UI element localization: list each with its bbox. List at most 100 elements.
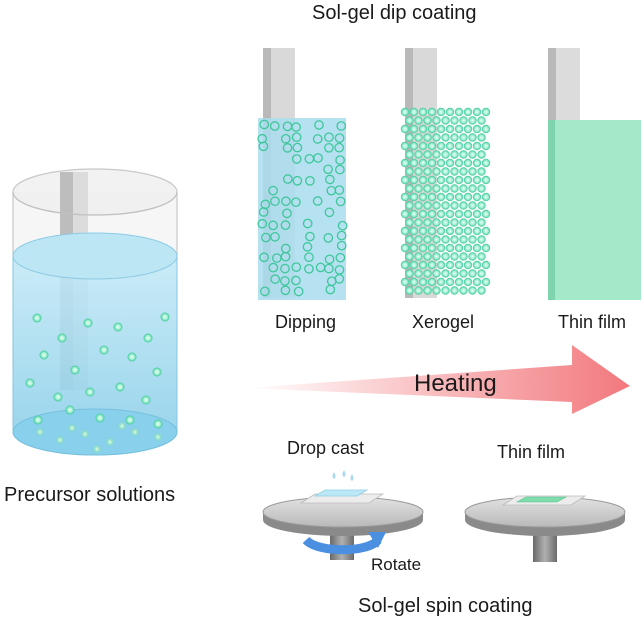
- particle: [477, 184, 486, 193]
- particle: [127, 352, 137, 362]
- particle: [418, 124, 428, 134]
- particle: [259, 252, 269, 263]
- particle: [257, 133, 268, 144]
- particle: [80, 429, 90, 439]
- particle: [414, 269, 423, 278]
- particle: [115, 382, 125, 392]
- particle: [468, 184, 477, 193]
- particle: [463, 192, 473, 202]
- particle: [441, 286, 450, 295]
- particle: [477, 235, 486, 244]
- particle: [450, 133, 459, 142]
- particle: [292, 142, 303, 153]
- particle: [472, 124, 482, 134]
- spin-coater-thin-film: [464, 495, 626, 562]
- rotate-arrow-head: [368, 532, 386, 548]
- particle: [405, 286, 414, 295]
- particle: [418, 209, 428, 219]
- particle: [334, 273, 345, 284]
- particle: [441, 150, 450, 159]
- particle: [409, 209, 419, 219]
- particle: [405, 252, 414, 261]
- particle: [291, 262, 302, 272]
- particle: [418, 243, 428, 253]
- particle: [336, 240, 347, 251]
- particle: [423, 235, 432, 244]
- particle: [445, 124, 455, 134]
- particle: [400, 141, 410, 151]
- particle: [450, 201, 459, 210]
- particle: [257, 218, 268, 229]
- particle: [463, 124, 473, 134]
- particle: [400, 209, 410, 219]
- particle: [141, 395, 151, 405]
- particle: [427, 175, 437, 185]
- spin-coater-drop-cast: [262, 470, 424, 560]
- particle: [472, 209, 482, 219]
- particle: [441, 218, 450, 227]
- dipping-particles: [257, 119, 348, 297]
- particle: [305, 175, 315, 186]
- particle: [282, 208, 292, 219]
- particle: [268, 220, 278, 231]
- droplet: [332, 472, 336, 479]
- particle: [291, 122, 301, 132]
- particle: [477, 167, 486, 176]
- particle: [481, 209, 491, 219]
- particle: [259, 119, 270, 130]
- spin-thin-film: [515, 496, 568, 503]
- particle: [463, 209, 473, 219]
- particle: [324, 207, 335, 218]
- particle: [400, 124, 410, 134]
- particle: [65, 405, 75, 415]
- particle: [414, 235, 423, 244]
- particle: [445, 141, 455, 151]
- particle: [113, 322, 123, 332]
- particle: [468, 235, 477, 244]
- particle: [441, 184, 450, 193]
- film-coating: [555, 120, 641, 300]
- particle: [459, 116, 468, 125]
- particle: [459, 184, 468, 193]
- particle: [414, 184, 423, 193]
- particle: [324, 132, 334, 143]
- particle: [160, 312, 170, 322]
- particle: [39, 350, 49, 360]
- particle: [334, 133, 345, 143]
- particle: [436, 192, 446, 202]
- particle: [441, 201, 450, 210]
- particle: [481, 124, 491, 134]
- particle: [441, 269, 450, 278]
- particle: [423, 286, 432, 295]
- particle: [85, 387, 95, 397]
- particle: [409, 243, 419, 253]
- particle: [432, 235, 441, 244]
- particle: [400, 175, 410, 185]
- particle: [436, 277, 446, 287]
- particle: [436, 260, 446, 270]
- particle: [282, 174, 293, 184]
- heating-label: Heating: [414, 370, 497, 397]
- particle: [454, 124, 464, 134]
- particle: [441, 167, 450, 176]
- particle: [472, 141, 482, 151]
- particle: [400, 158, 410, 168]
- particle: [280, 285, 291, 296]
- particle: [335, 155, 345, 165]
- particle: [481, 277, 491, 287]
- particle: [302, 218, 313, 229]
- particle: [281, 196, 291, 207]
- particle: [414, 167, 423, 176]
- particle: [324, 263, 334, 274]
- particle: [400, 107, 410, 117]
- particle: [468, 150, 477, 159]
- particle: [414, 150, 423, 159]
- particle: [468, 269, 477, 278]
- particle: [432, 269, 441, 278]
- particle: [436, 158, 446, 168]
- particle: [423, 201, 432, 210]
- particle: [445, 209, 455, 219]
- precursor-particles: [25, 312, 170, 454]
- particle: [472, 175, 482, 185]
